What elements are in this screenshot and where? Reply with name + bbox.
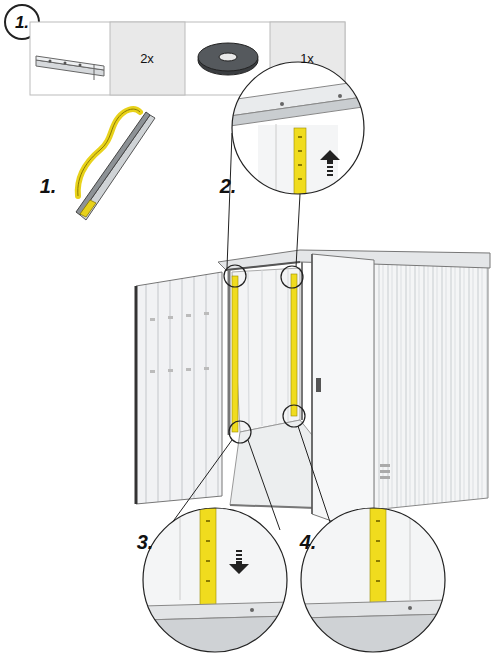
step-number: 1. xyxy=(15,14,29,31)
quantity: 1x xyxy=(300,52,314,65)
detail-top xyxy=(230,62,370,208)
detail-bottom-right xyxy=(301,508,448,655)
leader-lines xyxy=(148,133,330,556)
sealing-tape-roll xyxy=(198,43,258,75)
callout-number: 1. xyxy=(40,176,57,196)
rail-with-tape-detail xyxy=(76,109,155,220)
quantity: 2x xyxy=(140,52,154,65)
detail-bottom-left xyxy=(143,508,290,655)
callout-number: 2. xyxy=(220,176,237,196)
callout-number: 3. xyxy=(137,532,154,552)
callout-number: 4. xyxy=(300,532,317,552)
rail-part xyxy=(36,56,104,80)
shed xyxy=(136,250,490,536)
